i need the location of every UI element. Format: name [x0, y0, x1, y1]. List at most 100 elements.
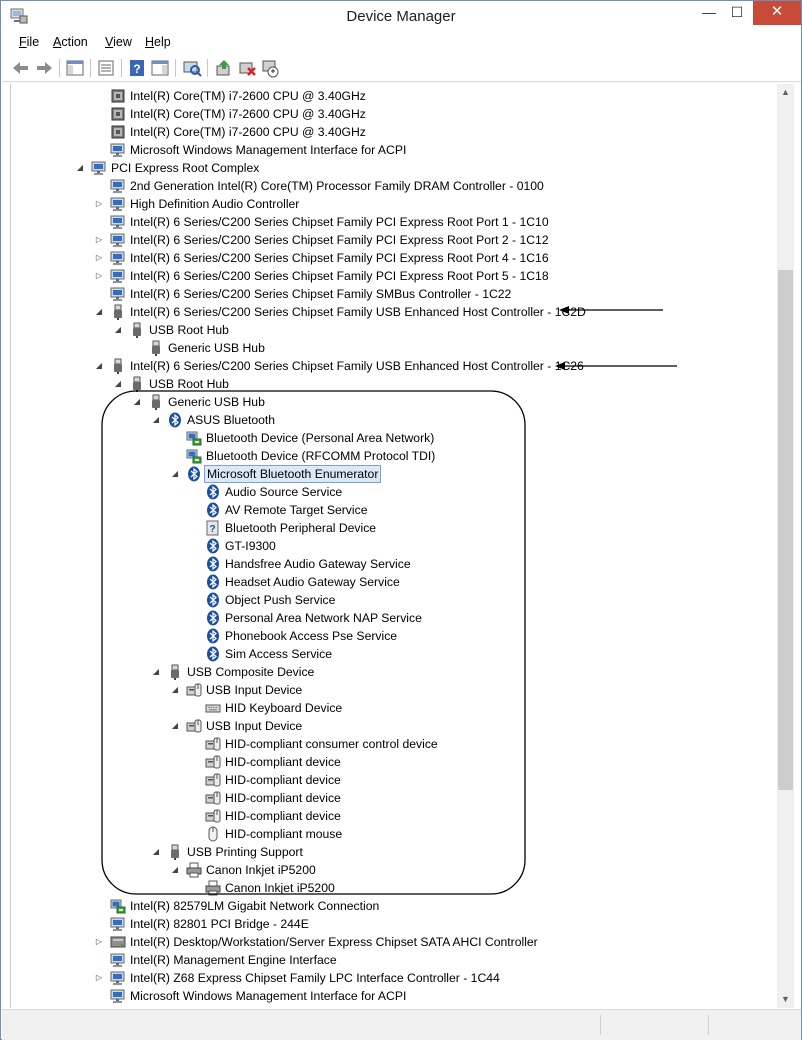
- tree-node-label: Sim Access Service: [225, 647, 333, 661]
- forward-icon[interactable]: [34, 58, 54, 78]
- uninstall-icon[interactable]: [237, 58, 257, 78]
- tree-node-label: USB Root Hub: [149, 377, 229, 391]
- tree-node-label: Microsoft Windows Management Interface f…: [130, 989, 407, 1003]
- tree-node-label: USB Input Device: [206, 683, 303, 697]
- usb-device-icon: [133, 322, 141, 338]
- svg-text:?: ?: [209, 524, 215, 535]
- tree-node-label: High Definition Audio Controller: [130, 197, 300, 211]
- tree-node-label: Bluetooth Device (Personal Area Network): [206, 431, 435, 445]
- network-device-icon: [186, 431, 202, 446]
- collapse-arrow-icon[interactable]: ◢: [76, 163, 84, 172]
- toolbar-separator: [90, 59, 91, 77]
- system-device-icon: [110, 179, 125, 193]
- collapse-arrow-icon[interactable]: ◢: [95, 307, 103, 316]
- system-device-icon: [110, 269, 125, 283]
- hid-device-icon: [205, 755, 221, 769]
- collapse-arrow-icon[interactable]: ◢: [114, 379, 122, 388]
- menu-help-label: elp: [154, 35, 171, 49]
- bluetooth-device-icon: [207, 646, 219, 662]
- collapse-arrow-icon[interactable]: ◢: [152, 667, 160, 676]
- tree-node-label: Intel(R) 6 Series/C200 Series Chipset Fa…: [130, 269, 549, 283]
- tree-node-label: Canon Inkjet iP5200: [225, 881, 335, 895]
- collapse-arrow-icon[interactable]: ◢: [114, 325, 122, 334]
- tree-node-label: Phonebook Access Pse Service: [225, 629, 398, 643]
- close-button[interactable]: ✕: [753, 1, 801, 25]
- menu-view[interactable]: View: [105, 35, 132, 49]
- unknown-device-icon: ?: [206, 520, 219, 536]
- collapse-arrow-icon[interactable]: ◢: [171, 721, 179, 730]
- menu-file-accelerator: F: [19, 35, 27, 49]
- expand-arrow-icon[interactable]: ▷: [95, 199, 103, 208]
- show-hide-console-tree-icon[interactable]: [65, 58, 85, 78]
- cpu-device-icon: [111, 107, 125, 121]
- collapse-arrow-icon[interactable]: ◢: [152, 847, 160, 856]
- scan-hardware-icon[interactable]: [182, 58, 202, 78]
- window-title: Device Manager: [346, 8, 456, 25]
- cpu-device-icon: [111, 125, 125, 139]
- help-icon[interactable]: ?: [127, 58, 147, 78]
- properties-icon[interactable]: [96, 58, 116, 78]
- disable-icon[interactable]: [260, 58, 280, 78]
- menu-file[interactable]: File: [19, 35, 39, 49]
- tree-node-label: HID-compliant device: [225, 773, 341, 787]
- svg-text:?: ?: [133, 62, 140, 76]
- tree-node-label: HID-compliant consumer control device: [225, 737, 438, 751]
- status-bar-panel: [708, 1015, 800, 1035]
- tree-node-label: Handsfree Audio Gateway Service: [225, 557, 411, 571]
- scroll-thumb[interactable]: [778, 270, 793, 790]
- update-driver-icon[interactable]: [214, 58, 234, 78]
- collapse-arrow-icon[interactable]: ◢: [171, 865, 179, 874]
- tree-node-label: Intel(R) 82801 PCI Bridge - 244E: [130, 917, 309, 931]
- expand-arrow-icon[interactable]: ▷: [95, 235, 103, 244]
- hid-device-icon: [186, 719, 202, 733]
- usb-device-icon: [114, 304, 122, 320]
- menu-action[interactable]: Action: [53, 35, 88, 49]
- tree-node-label: Generic USB Hub: [168, 395, 265, 409]
- system-device-icon: [91, 161, 106, 175]
- toolbar-separator: [121, 59, 122, 77]
- collapse-arrow-icon[interactable]: ◢: [171, 469, 179, 478]
- expand-arrow-icon[interactable]: ▷: [95, 253, 103, 262]
- bluetooth-device-icon: [207, 628, 219, 644]
- network-device-icon: [186, 449, 202, 464]
- collapse-arrow-icon[interactable]: ◢: [152, 415, 160, 424]
- tree-node-label: Intel(R) Z68 Express Chipset Family LPC …: [130, 971, 500, 985]
- system-device-icon: [110, 197, 125, 211]
- storage-device-icon: [110, 936, 126, 948]
- tree-node-label: Intel(R) Management Engine Interface: [130, 953, 337, 967]
- tree-node-label: Bluetooth Peripheral Device: [225, 521, 377, 535]
- tree-node-label: Intel(R) Core(TM) i7-2600 CPU @ 3.40GHz: [130, 107, 366, 121]
- back-icon[interactable]: [11, 58, 31, 78]
- expand-arrow-icon[interactable]: ▷: [95, 973, 103, 982]
- expand-arrow-icon[interactable]: ▷: [95, 271, 103, 280]
- vertical-scrollbar[interactable]: ▲ ▼: [777, 84, 794, 1008]
- expand-arrow-icon[interactable]: ▷: [95, 937, 103, 946]
- tree-node-label: Audio Source Service: [225, 485, 343, 499]
- collapse-arrow-icon[interactable]: ◢: [95, 361, 103, 370]
- tree-node-label: HID Keyboard Device: [225, 701, 343, 715]
- tree-node-label: Intel(R) 6 Series/C200 Series Chipset Fa…: [130, 359, 584, 373]
- menu-action-accelerator: A: [53, 35, 62, 49]
- show-action-pane-icon[interactable]: [150, 58, 170, 78]
- tree-node-label: HID-compliant mouse: [225, 827, 343, 841]
- tree-node-label: Intel(R) 6 Series/C200 Series Chipset Fa…: [130, 215, 549, 229]
- tree-node-label: Bluetooth Device (RFCOMM Protocol TDI): [206, 449, 436, 463]
- usb-device-icon: [171, 844, 179, 860]
- system-device-icon: [110, 917, 125, 931]
- hid-device-icon: [205, 809, 221, 823]
- tree-node-label: Generic USB Hub: [168, 341, 265, 355]
- collapse-arrow-icon[interactable]: ◢: [171, 685, 179, 694]
- maximize-button[interactable]: ☐: [730, 4, 744, 20]
- minimize-button[interactable]: —: [702, 4, 716, 20]
- title-bar[interactable]: Device Manager — ☐ ✕: [1, 1, 801, 32]
- keyboard-device-icon: [205, 704, 221, 713]
- scroll-up-icon[interactable]: ▲: [781, 87, 790, 97]
- collapse-arrow-icon[interactable]: ◢: [133, 397, 141, 406]
- scroll-down-icon[interactable]: ▼: [781, 994, 790, 1004]
- hid-device-icon: [205, 737, 221, 751]
- menu-help[interactable]: Help: [145, 35, 171, 49]
- usb-device-icon: [171, 664, 179, 680]
- tree-node-label: AV Remote Target Service: [225, 503, 368, 517]
